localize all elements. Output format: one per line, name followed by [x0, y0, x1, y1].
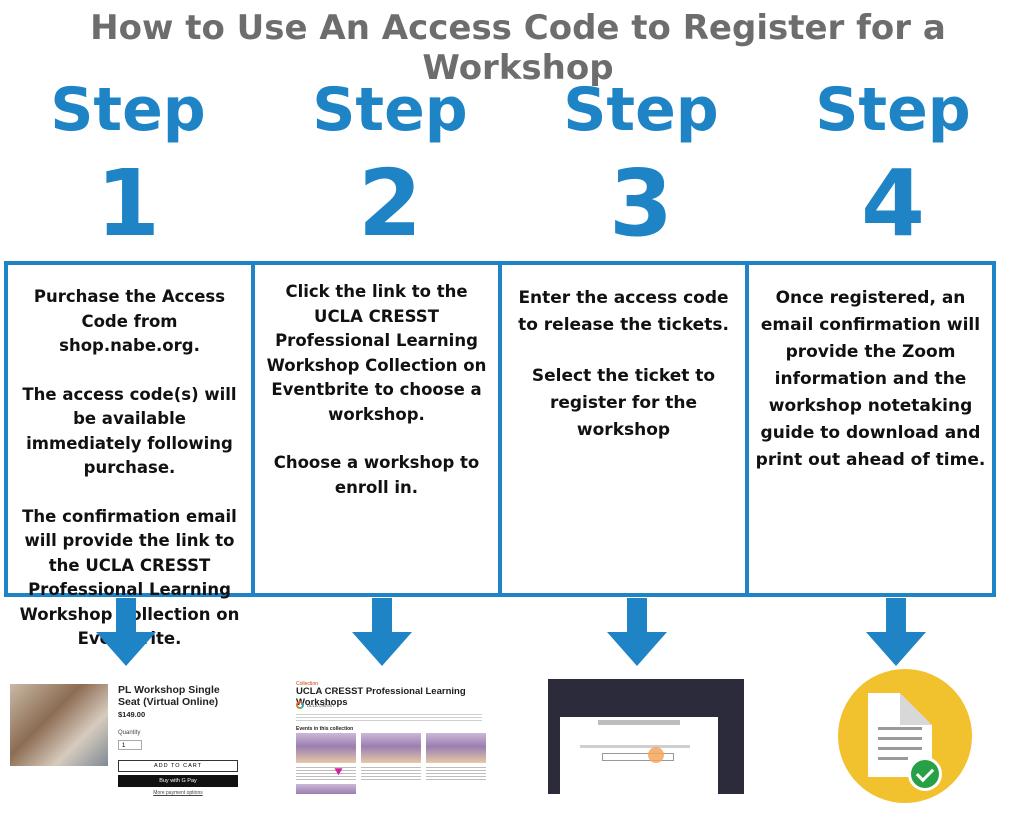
- doc-line: [878, 757, 908, 760]
- modal-instruction: [580, 745, 690, 748]
- checkmark-icon: [908, 757, 942, 791]
- event-card-text: [296, 765, 356, 781]
- step-4-text-1: Once registered, an email confirmation w…: [755, 288, 986, 470]
- collection-heading: UCLA CRESST Professional Learning Worksh…: [296, 686, 466, 708]
- step-3-box: Enter the access code to release the tic…: [502, 265, 749, 593]
- page-title: How to Use An Access Code to Register fo…: [90, 8, 946, 88]
- collection-description: [296, 712, 482, 722]
- step-1-box: Purchase the Access Code from shop.nabe.…: [8, 265, 255, 648]
- step-word: Step: [563, 75, 719, 145]
- eventbrite-screenshot: Collection UCLA CRESST Professional Lear…: [290, 676, 492, 794]
- step-2-box: Click the link to the UCLA CRESST Profes…: [255, 265, 502, 593]
- buy-with-gpay-button: Buy with G Pay: [118, 775, 238, 787]
- ticket-modal: [560, 717, 718, 794]
- events-heading: Events in this collection: [296, 726, 354, 732]
- step-word: Step: [815, 75, 971, 145]
- organizer-name: UCLA CRESST: [307, 703, 335, 708]
- event-card-text: [426, 765, 486, 781]
- shop-screenshot: PL Workshop Single Seat (Virtual Online)…: [10, 668, 242, 798]
- product-photo: [10, 684, 108, 766]
- down-arrow-icon: [96, 598, 156, 666]
- page-fold: [900, 693, 932, 725]
- quantity-label: Quantity: [118, 730, 141, 736]
- cresst-logo-icon: [296, 701, 304, 709]
- document-check-icon: [838, 669, 972, 803]
- step-word: Step: [312, 75, 468, 145]
- step-4-box: Once registered, an email confirmation w…: [749, 265, 992, 593]
- doc-line: [878, 747, 922, 750]
- down-arrow-icon: [352, 598, 412, 666]
- event-card-text: [361, 765, 421, 781]
- step-word: Step: [50, 75, 206, 145]
- add-to-cart-button: ADD TO CART: [118, 760, 238, 772]
- access-code-screenshot: [548, 679, 744, 794]
- step-1-heading: Step 1: [8, 78, 248, 252]
- apply-highlight: [648, 747, 664, 763]
- step-1-text-2: The access code(s) will be available imm…: [22, 384, 237, 478]
- more-payment-options-link: More payment options: [153, 790, 203, 796]
- product-price: $149.00: [118, 710, 146, 719]
- product-title: PL Workshop Single Seat (Virtual Online): [118, 684, 220, 708]
- event-card-image: [426, 733, 486, 763]
- step-number: 3: [608, 150, 673, 257]
- down-arrow-icon: [607, 598, 667, 666]
- quantity-field: 1: [118, 740, 142, 750]
- step-4-heading: Step 4: [773, 78, 1013, 252]
- step-2-heading: Step 2: [270, 78, 510, 252]
- step-1-text-1: Purchase the Access Code from shop.nabe.…: [33, 287, 226, 355]
- access-code-field: [602, 753, 674, 761]
- event-card-image: [296, 784, 356, 794]
- step-number: 4: [860, 150, 925, 257]
- doc-line: [878, 727, 922, 730]
- step-3-text-2: Select the ticket to register for the wo…: [531, 366, 716, 440]
- step-2-text-1: Click the link to the UCLA CRESST Profes…: [266, 282, 487, 424]
- event-card-image: [296, 733, 356, 763]
- event-card-image: [361, 733, 421, 763]
- doc-line: [878, 737, 922, 740]
- step-3-heading: Step 3: [521, 78, 761, 252]
- step-3-text-1: Enter the access code to release the tic…: [518, 288, 729, 335]
- down-arrow-icon: [866, 598, 926, 666]
- collection-label: Collection: [296, 681, 318, 687]
- modal-title: [560, 720, 718, 725]
- step-number: 2: [357, 150, 422, 257]
- steps-table: Purchase the Access Code from shop.nabe.…: [4, 261, 996, 648]
- step-2-text-2: Choose a workshop to enroll in.: [273, 453, 480, 497]
- step-number: 1: [95, 150, 160, 257]
